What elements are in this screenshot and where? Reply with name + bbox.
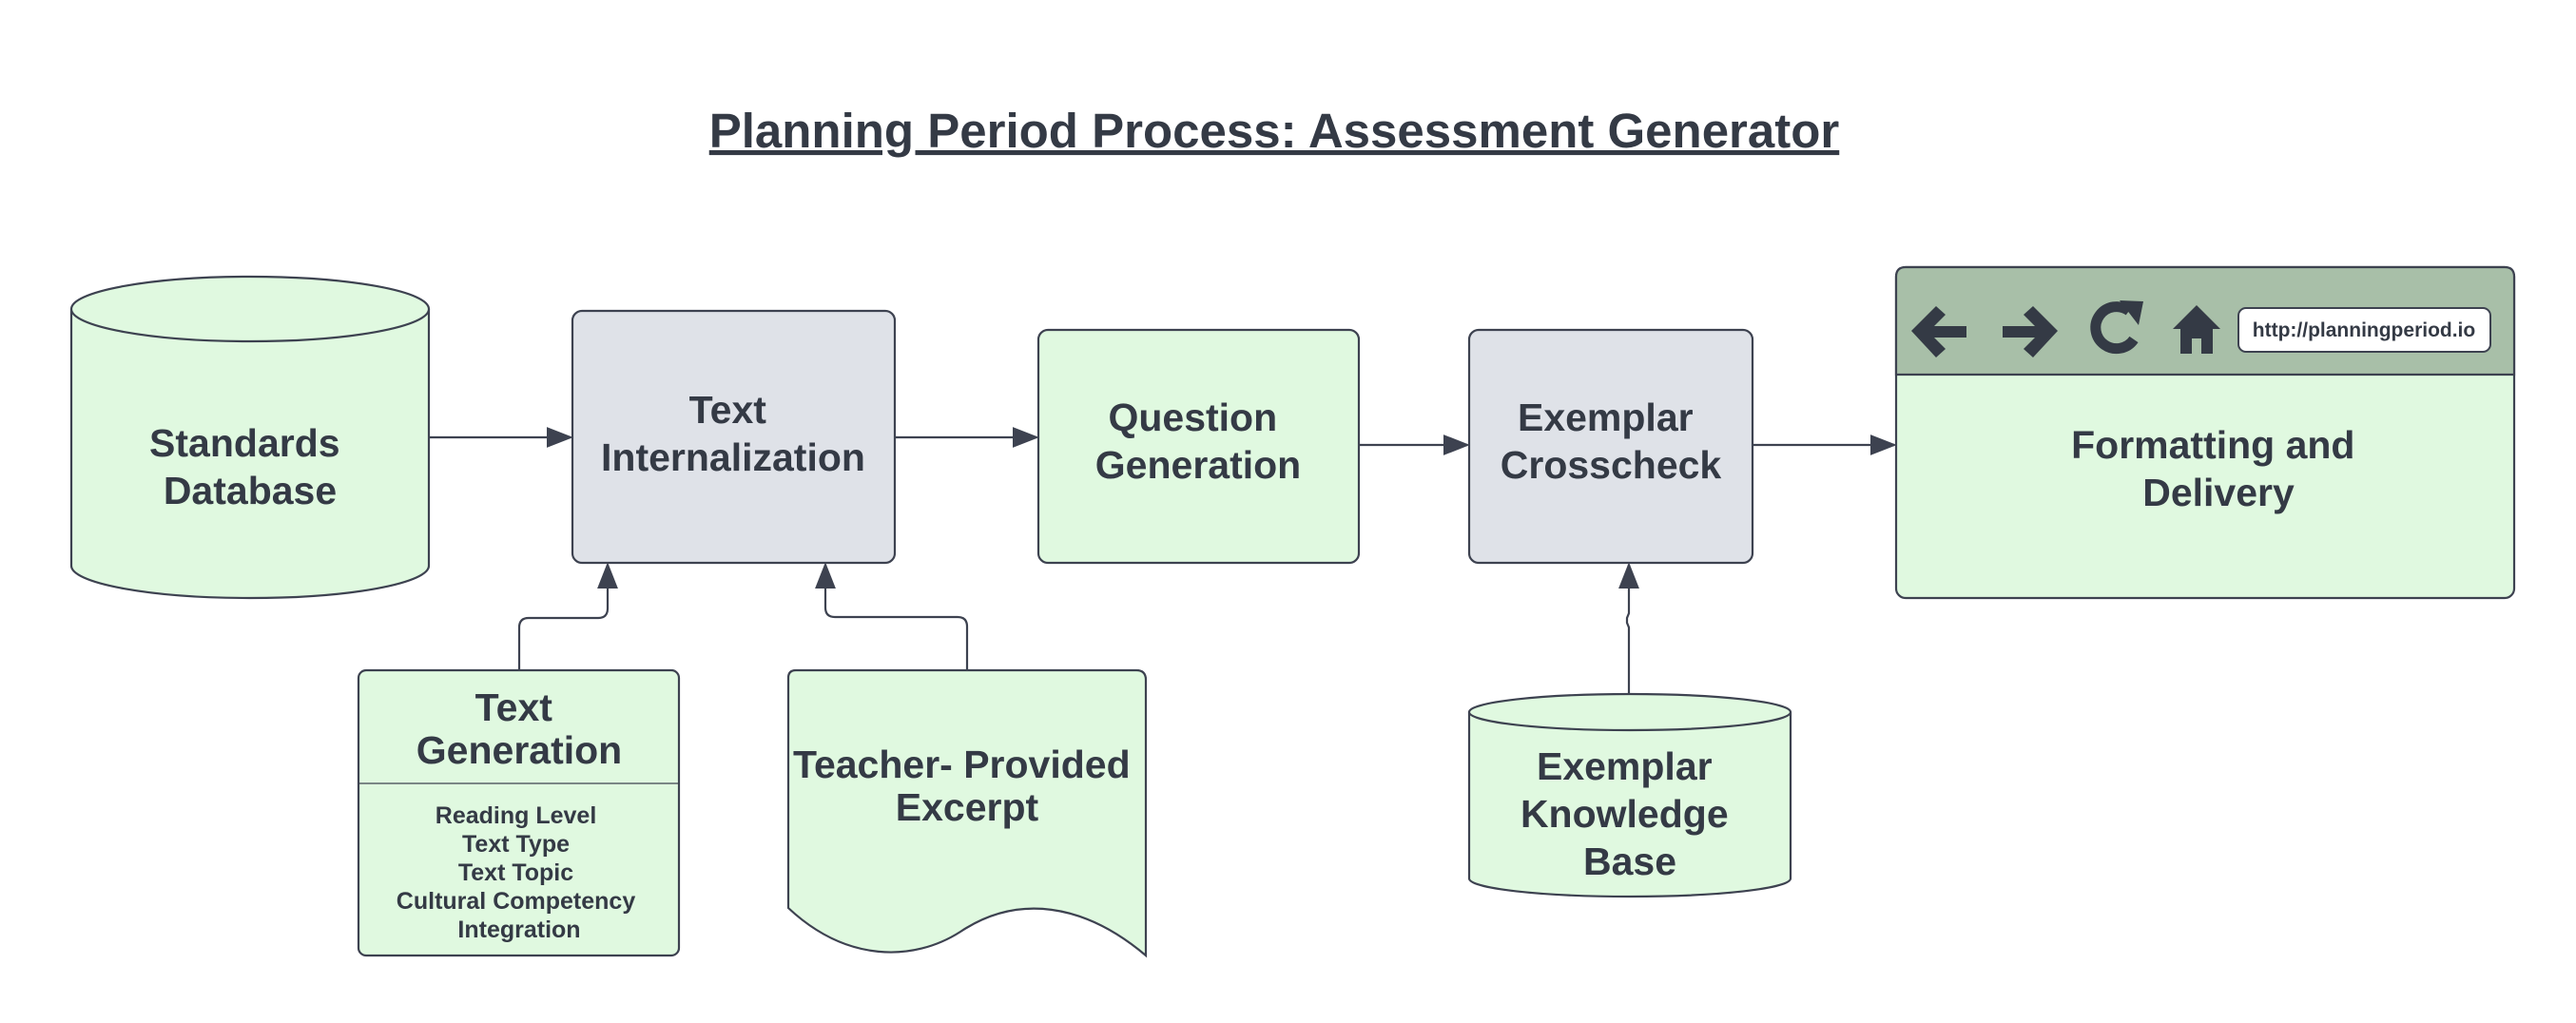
exemplar-kb-node: Exemplar Knowledge Base xyxy=(1467,692,1792,898)
connector-textgen-to-internalization xyxy=(517,562,618,669)
standards-database-body xyxy=(69,309,431,600)
svg-text:Text Internalization: Text Internalization xyxy=(601,388,865,479)
standards-database-top xyxy=(69,275,431,343)
back-arrow-icon xyxy=(1911,306,1966,357)
exemplar-crosscheck-label-line1: Exemplar xyxy=(1518,396,1694,439)
formatting-delivery-label-line1: Formatting and xyxy=(2071,423,2354,467)
teacher-excerpt-document xyxy=(786,668,1148,958)
standards-database-label-line2: Database xyxy=(164,469,337,512)
exemplar-kb-label-line2: Knowledge xyxy=(1520,792,1729,836)
url-text: http://planningperiod.io xyxy=(2253,319,2475,341)
exemplar-crosscheck-node: Exemplar Crosscheck xyxy=(1467,328,1754,565)
connector-kb-to-crosscheck xyxy=(1618,562,1639,694)
text-internalization-box xyxy=(571,309,897,565)
standards-database-label-line1: Standards xyxy=(149,421,340,465)
svg-text:Standards Database: Standards Database xyxy=(149,421,351,512)
text-generation-node: Text Generation Reading Level Text Type … xyxy=(357,668,681,957)
text-generation-item: Integration xyxy=(457,917,580,943)
svg-text:Text Generation: Text Generation xyxy=(416,685,622,772)
svg-text:Reading Level Text Type: Reading Level Text Type Text Topic Cultu… xyxy=(397,802,642,943)
svg-text:Teacher- Provided Excerp: Teacher- Provided Excerpt xyxy=(793,743,1141,829)
question-generation-box xyxy=(1036,328,1361,565)
text-generation-item: Reading Level xyxy=(436,802,597,829)
svg-text:Exemplar Knowledge: Exemplar Knowledge Base xyxy=(1520,744,1739,883)
svg-text:Exemplar Crosscheck: Exemplar Crosscheck xyxy=(1501,396,1722,487)
text-internalization-label-line2: Internalization xyxy=(601,435,865,479)
text-generation-item: Text Topic xyxy=(458,859,573,886)
text-generation-item: Cultural Competency xyxy=(397,888,636,915)
formatting-delivery-node: http://planningperiod.io Formatting and … xyxy=(1894,265,2516,600)
text-generation-label-line1: Text xyxy=(475,685,553,729)
exemplar-kb-top xyxy=(1467,692,1792,732)
reload-icon xyxy=(2090,300,2143,355)
url-field[interactable] xyxy=(2237,307,2491,353)
text-internalization-label-line1: Text xyxy=(689,388,767,432)
home-icon xyxy=(2173,305,2220,354)
text-internalization-node: Text Internalization xyxy=(571,309,897,565)
question-generation-label-line2: Generation xyxy=(1095,443,1301,487)
connectors xyxy=(430,427,1897,694)
exemplar-kb-body xyxy=(1467,712,1792,898)
standards-database-node: Standards Database xyxy=(69,275,431,600)
text-generation-label-line2: Generation xyxy=(416,728,622,772)
svg-text:Formatting and Delivery: Formatting and Delivery xyxy=(2071,423,2366,514)
exemplar-kb-label-line1: Exemplar xyxy=(1537,744,1713,788)
text-generation-box xyxy=(357,668,681,957)
exemplar-crosscheck-box xyxy=(1467,328,1754,565)
connector-excerpt-to-internalization xyxy=(815,562,969,669)
exemplar-kb-label-line3: Base xyxy=(1583,840,1676,883)
question-generation-label-line1: Question xyxy=(1108,396,1277,439)
question-generation-node: Question Generation xyxy=(1036,328,1361,565)
forward-arrow-icon xyxy=(2003,306,2058,357)
text-generation-item: Text Type xyxy=(462,831,570,858)
teacher-excerpt-label-line2: Excerpt xyxy=(896,785,1039,829)
formatting-delivery-label-line2: Delivery xyxy=(2142,471,2295,514)
diagram-title: Planning Period Process: Assessment Gene… xyxy=(709,104,1840,158)
svg-text:Question Generation: Question Generation xyxy=(1095,396,1301,487)
exemplar-crosscheck-label-line2: Crosscheck xyxy=(1501,443,1722,487)
teacher-excerpt-node: Teacher- Provided Excerpt xyxy=(786,668,1148,958)
teacher-excerpt-label-line1: Teacher- Provided xyxy=(793,743,1131,786)
